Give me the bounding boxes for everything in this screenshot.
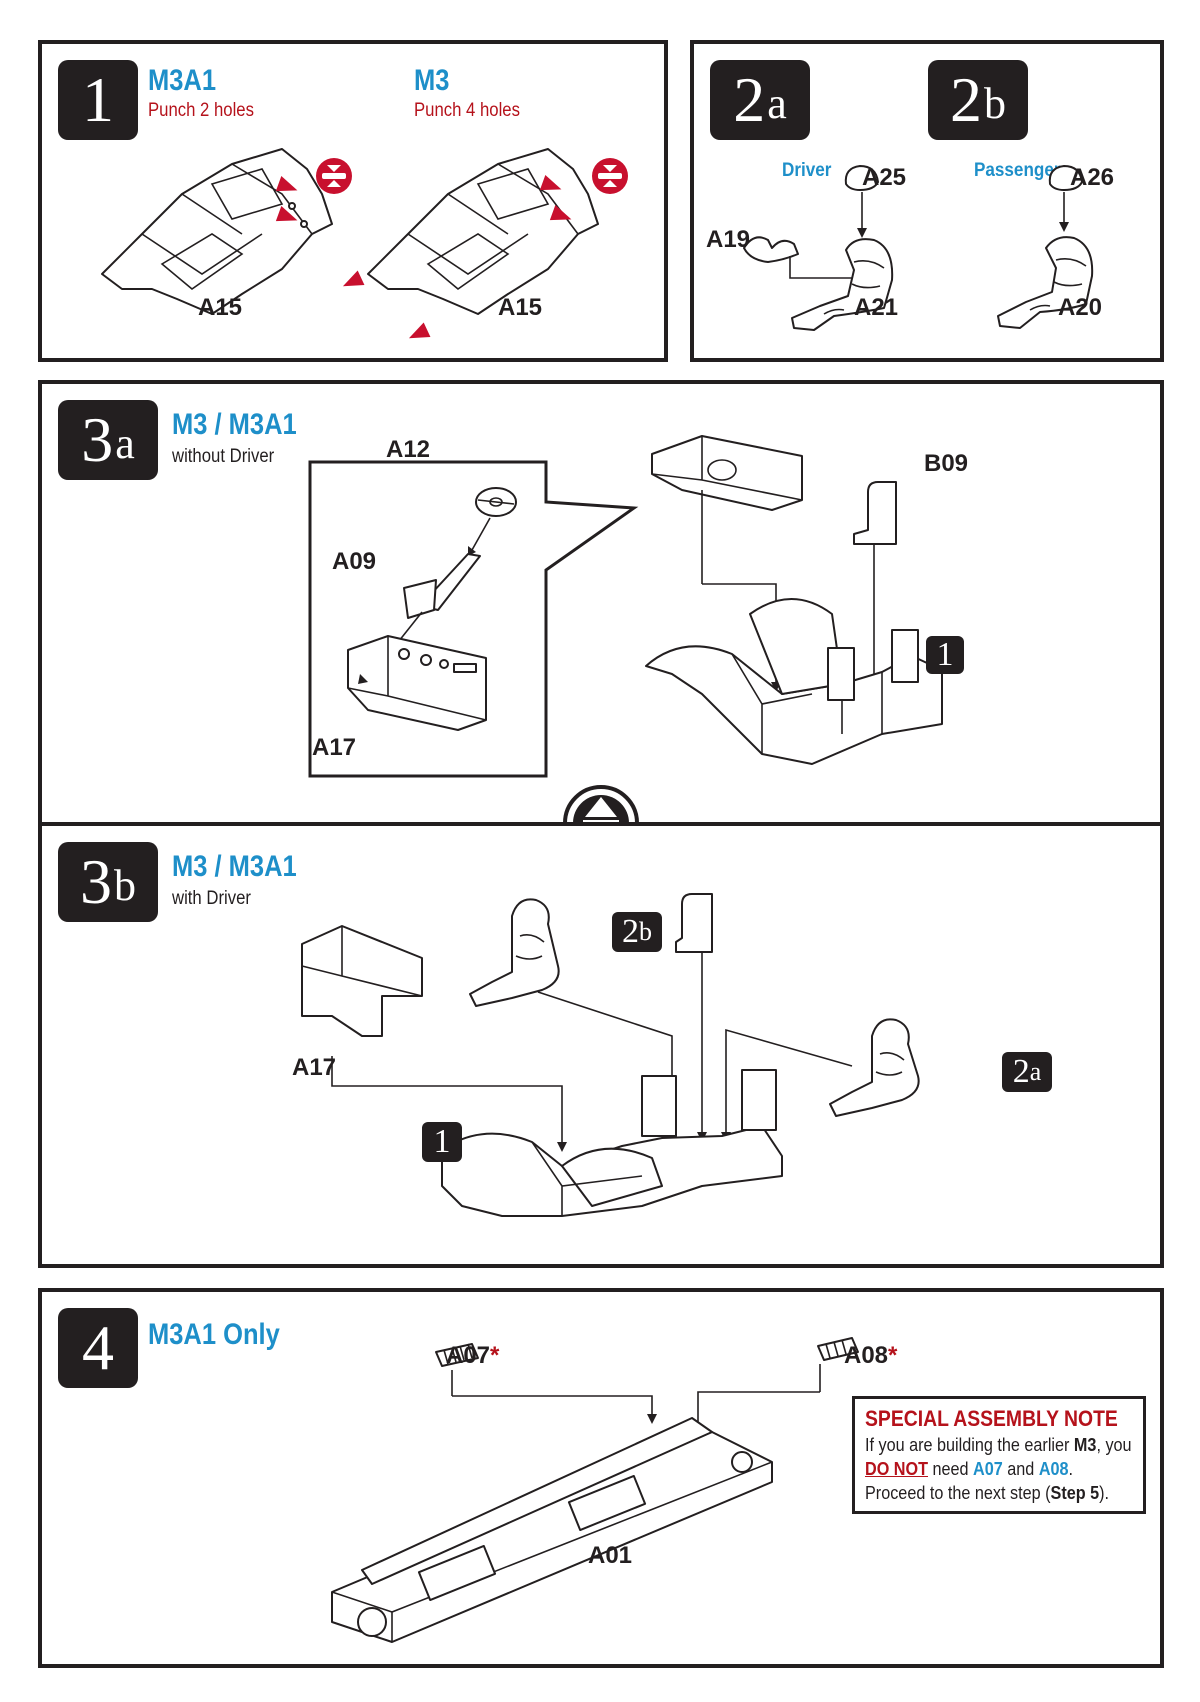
variant-caption: with Driver <box>172 888 251 909</box>
passenger-figure-diagram <box>997 165 1094 329</box>
step-1-number-box: 1 <box>58 60 138 140</box>
reference-tag-step-1: 1 <box>926 636 964 674</box>
step-1-panel: 1 M3A1 Punch 2 holes M3 Punch 4 holes A1… <box>38 40 668 362</box>
reference-tag-sub: a <box>1029 1057 1042 1086</box>
note-body: If you are building the earlier M3, you … <box>865 1433 1135 1505</box>
step-number: 4 <box>82 1312 114 1383</box>
part-label-a09: A09 <box>332 548 377 575</box>
note-part-a07: A07 <box>973 1459 1003 1479</box>
model-label: M3 / M3A1 <box>172 408 297 441</box>
variant-caption: without Driver <box>172 446 275 467</box>
chassis-assembly-diagram <box>331 1337 859 1643</box>
part-label-a12: A12 <box>386 436 431 463</box>
note-text: and <box>1002 1459 1039 1479</box>
punch-instruction-right: Punch 4 holes <box>414 100 520 121</box>
punch-hole-icon <box>316 158 352 194</box>
punch-arrows-left <box>275 176 298 222</box>
asterisk: * <box>888 1342 898 1369</box>
step-2-panel: 2 a 2 b Driver Passenger A25 A19 A21 A26… <box>690 40 1164 362</box>
reference-tag-sub: b <box>639 917 652 946</box>
part-label-a08: A08* <box>844 1342 897 1370</box>
model-label: M3A1 Only <box>148 1318 280 1351</box>
part-label-a07-text: A07 <box>446 1342 491 1369</box>
part-label-a15-left: A15 <box>198 294 243 321</box>
note-text: ). <box>1099 1483 1110 1503</box>
model-label: M3 / M3A1 <box>172 850 297 883</box>
model-label-m3: M3 <box>414 64 450 97</box>
reference-tag-number: 2 <box>1012 1053 1030 1090</box>
part-label-b09: B09 <box>924 450 969 477</box>
step-number: 1 <box>82 64 114 135</box>
part-label-a07: A07* <box>446 1342 499 1370</box>
note-warning: DO NOT <box>865 1459 928 1479</box>
step-sub: b <box>984 79 1006 128</box>
driver-label: Driver <box>782 160 832 181</box>
step-3a-panel: 3 a M3 / M3A1 without Driver A12 A09 A17 <box>38 380 1164 826</box>
step-sub: b <box>114 861 136 910</box>
hull-part-diagram-left <box>101 148 333 315</box>
callout-box <box>308 460 639 778</box>
special-assembly-note: SPECIAL ASSEMBLY NOTE If you are buildin… <box>852 1396 1146 1514</box>
part-label-a25: A25 <box>862 164 907 191</box>
step-3b-number-box: 3 b <box>58 842 158 922</box>
step-2a-number-box: 2 a <box>710 60 810 140</box>
passenger-label: Passenger <box>974 160 1061 181</box>
note-text: , you <box>1096 1435 1132 1455</box>
punch-instruction-left: Punch 2 holes <box>148 100 254 121</box>
hull-assembly-diagram-3a <box>645 435 943 765</box>
punch-arrows-right <box>342 175 572 339</box>
part-label-a20: A20 <box>1058 294 1103 321</box>
step-number: 3 <box>80 846 112 917</box>
part-label-a17: A17 <box>312 734 357 761</box>
note-model: M3 <box>1073 1435 1097 1455</box>
driver-figure-diagram <box>743 165 894 331</box>
reference-tag-step-1: 1 <box>422 1122 462 1162</box>
note-text: need <box>928 1459 974 1479</box>
part-label-a21: A21 <box>854 294 899 321</box>
hull-part-diagram-right <box>367 148 599 315</box>
asterisk: * <box>490 1342 500 1369</box>
part-label-a26: A26 <box>1070 164 1115 191</box>
step-4-number-box: 4 <box>58 1308 138 1388</box>
step-4-panel: 4 M3A1 Only A07* A08* A01 SPECIAL ASSEMB… <box>38 1288 1164 1668</box>
step-3a-number-box: 3 a <box>58 400 158 480</box>
reference-tag-number: 2 <box>622 913 639 950</box>
part-label-a19: A19 <box>706 226 751 253</box>
step-sub: a <box>767 79 787 128</box>
part-label-a08-text: A08 <box>844 1342 889 1369</box>
step-number: 2 <box>733 64 766 135</box>
note-part-a08: A08 <box>1038 1459 1069 1479</box>
step-2b-number-box: 2 b <box>928 60 1028 140</box>
hull-assembly-diagram-3b <box>301 893 920 1217</box>
note-step-ref: Step 5 <box>1050 1483 1100 1503</box>
part-label-a01: A01 <box>588 1542 633 1569</box>
step-number: 2 <box>950 64 982 135</box>
punch-hole-icon <box>592 158 628 194</box>
part-label-a17: A17 <box>292 1054 337 1081</box>
step-number: 3 <box>81 404 114 475</box>
note-heading: SPECIAL ASSEMBLY NOTE <box>865 1406 1118 1431</box>
step-sub: a <box>115 419 135 468</box>
note-text: . Proceed to the next step ( <box>865 1459 1074 1503</box>
reference-tag-text: 1 <box>433 1123 451 1160</box>
reference-tag-text: 1 <box>936 636 954 673</box>
part-label-a15-right: A15 <box>498 294 543 321</box>
note-text: If you are building the earlier <box>865 1435 1074 1455</box>
model-label-m3a1: M3A1 <box>148 64 217 97</box>
